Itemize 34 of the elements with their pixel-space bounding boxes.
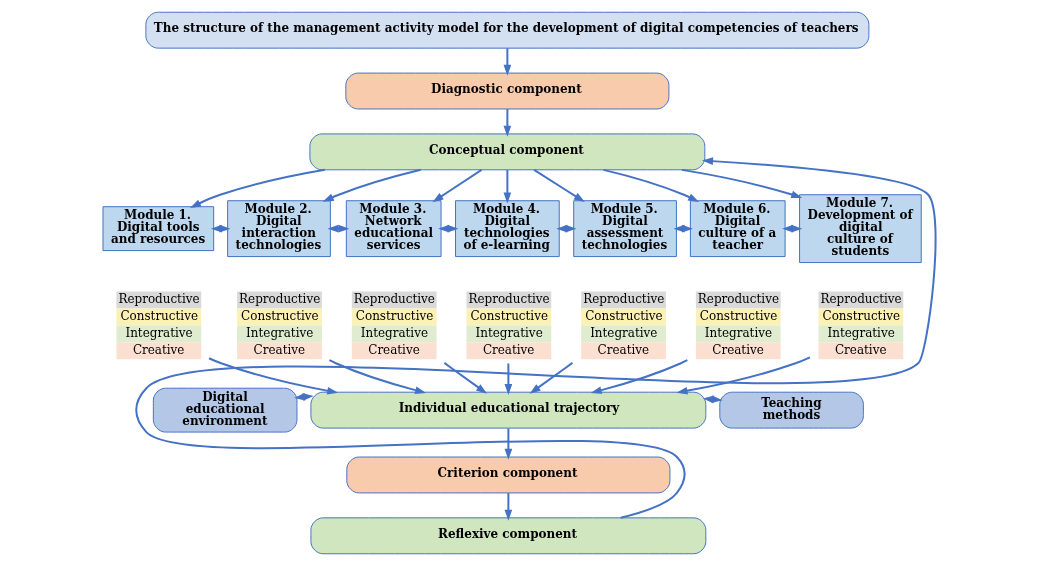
node-box: Module 6. Digital culture of a teacher	[689, 200, 786, 258]
arrow	[328, 359, 427, 394]
arrow	[432, 168, 483, 203]
arrow	[322, 168, 422, 202]
arrow	[504, 492, 513, 521]
arrow	[529, 361, 574, 394]
node-box: Diagnostic component	[345, 72, 670, 110]
arrow	[504, 427, 513, 460]
arrow	[533, 168, 585, 203]
arrow	[443, 361, 488, 394]
node-box: Reflexive component	[310, 517, 707, 555]
arrow	[602, 168, 700, 202]
node-box: Individual educational trajectory	[310, 391, 707, 429]
node-box: Conceptual component	[309, 133, 706, 171]
arrow	[676, 356, 811, 395]
node-box: Module 5. Digital assessment technologies	[573, 200, 677, 258]
node-box: Digital educational environment	[152, 387, 298, 433]
node-box: Module 4. Digital technologies of e-learning	[455, 200, 560, 258]
arrow	[503, 168, 512, 204]
arrow	[503, 47, 512, 76]
node-box: Module 2. Digital interaction technologies	[227, 200, 331, 258]
node-box: Module 7. Development of digital culture of students	[799, 194, 922, 264]
node-box: Teaching methods	[719, 391, 864, 429]
arrow	[590, 359, 689, 394]
arrow	[504, 362, 513, 396]
node-box: Criterion component	[346, 456, 671, 494]
node-box: Module 3. Network educational services	[345, 200, 442, 258]
node-box: The structure of the management activity model for the development of digital competencies of teachers	[145, 11, 870, 49]
arrow	[680, 168, 803, 199]
arrow	[190, 168, 326, 209]
node-box: Module 1. Digital tools and resources	[102, 206, 215, 252]
arrow	[503, 108, 512, 137]
arrow	[135, 157, 937, 519]
arrow	[208, 357, 339, 395]
